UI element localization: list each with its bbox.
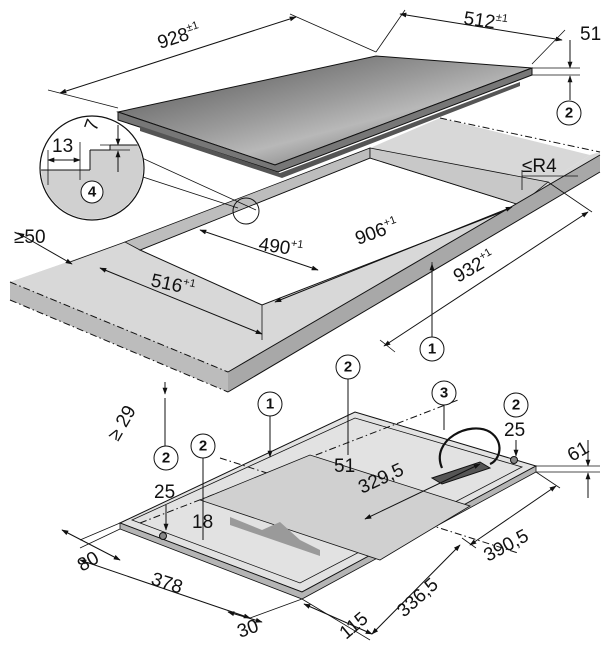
worktop-front-edge — [10, 282, 228, 392]
callout-2-left-a-num: 2 — [162, 450, 170, 467]
base-d336: 336,5 — [393, 574, 442, 621]
callout-1-cut — [419, 336, 445, 362]
hob-dimensions: 928±1 512±1 51 2 — [47, 7, 601, 126]
callout-4 — [80, 180, 104, 204]
base-d390: 390,5 — [480, 526, 532, 567]
power-cable — [438, 427, 501, 469]
callout-1-base-num: 1 — [266, 396, 274, 413]
hob-height-label: 51 — [580, 24, 601, 45]
hob-depth-label: 512±1 — [462, 7, 508, 35]
callout-2-base-right-num: 2 — [512, 397, 520, 414]
hob-underbody — [140, 82, 520, 178]
worktop-rear-surface — [370, 118, 590, 182]
callout-2-top-num: 2 — [565, 105, 573, 122]
cutout-dimensions: ≥50 490+1 906+1 516+1 932+1 ≤R4 1 ≥ 29 — [14, 156, 593, 460]
base-d25-left: 25 — [154, 482, 175, 503]
base-d18: 18 — [192, 512, 213, 533]
callout-2-left-b-num: 2 — [199, 438, 207, 455]
corner-radius-label: ≤R4 — [522, 156, 557, 177]
hob-width-label: 928±1 — [155, 19, 204, 53]
callout-2-base-mid-num: 2 — [344, 359, 352, 376]
base-unit — [118, 399, 538, 600]
foot-right — [510, 456, 518, 464]
callout-2-left-a — [153, 445, 179, 471]
detail-circle-small — [232, 197, 260, 225]
base-d378: 378 — [148, 569, 185, 599]
base-d80: 80 — [74, 548, 103, 577]
detail-dim-a: 13 — [52, 136, 73, 157]
detail-view: 4 13 7 — [39, 115, 260, 225]
cutout-outer-depth-label: 516+1 — [149, 269, 197, 300]
base-dimensions: 2 51 1 3 2 25 329,5 61 390,5 336,5 115 2… — [61, 354, 600, 644]
callout-1-cut-num: 1 — [428, 341, 436, 358]
callout-2-base-right — [503, 392, 529, 418]
base-d51: 51 — [334, 456, 355, 477]
callout-2-top — [556, 100, 582, 126]
callout-3-num: 3 — [440, 385, 448, 402]
base-block-side — [230, 517, 320, 556]
foot-left — [159, 532, 167, 540]
base-d30: 30 — [235, 616, 262, 643]
min-worktop-label: ≥ 29 — [104, 402, 141, 444]
min-edge-label: ≥50 — [14, 227, 46, 248]
base-d25-right: 25 — [504, 420, 525, 441]
callout-4-num: 4 — [88, 184, 97, 201]
